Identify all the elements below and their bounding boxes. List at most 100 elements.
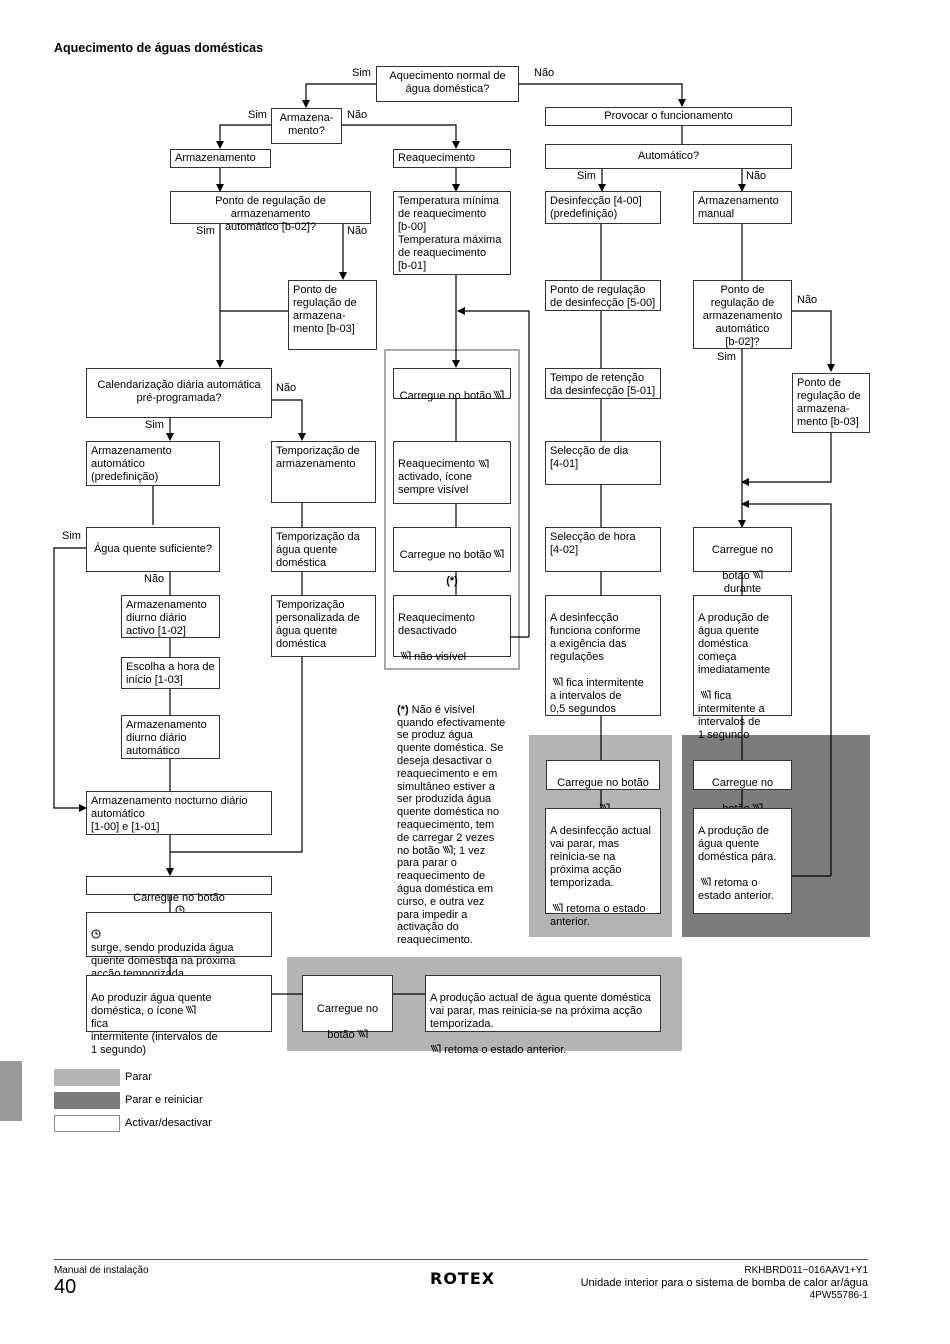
- box-press-disinfection: Carregue no botão: [546, 760, 660, 790]
- tap-icon: [700, 877, 711, 887]
- decision-daily-schedule: Calendarização diária automática pré-pro…: [86, 368, 272, 418]
- box-reheat-deactivated: Reaquecimento desactivado não visível: [393, 595, 511, 663]
- box-auto-storage-default: Armazenamento automático (predefinição): [86, 441, 220, 486]
- box-press-button-2: Carregue no botão (*): [393, 527, 511, 587]
- box-hour-selection: Selecção de hora [4-02]: [545, 527, 661, 572]
- box-start-hour: Escolha a hora de início [1-03]: [121, 657, 220, 689]
- press-text-a: Carregue no: [711, 544, 774, 556]
- tap-icon: [357, 1029, 368, 1039]
- box-disinfection-setpoint: Ponto de regulação de desinfecção [5-00]: [545, 280, 661, 311]
- label-sim: Sim: [62, 530, 81, 542]
- label-nao: Não: [534, 67, 555, 79]
- box-reheat-temperatures: Temperatura mínima de reaquecimento [b-0…: [393, 191, 511, 275]
- label-sim: Sim: [248, 109, 267, 121]
- tap-icon: [493, 390, 504, 400]
- footer-model: RKHBRD011~016AAV1+Y1: [744, 1265, 868, 1276]
- box-press-clock: Carregue no botão: [86, 876, 272, 895]
- tap-icon: [430, 1044, 441, 1054]
- blink-text: fica intermitente a intervalos de 0,5 se…: [550, 677, 644, 715]
- box-producing-dhw: Ao produzir água quente doméstica, o íco…: [86, 975, 272, 1056]
- legend-swatch-stop-restart: [54, 1092, 120, 1109]
- box-custom-dhw-timer: Temporização personalizada de água quent…: [271, 595, 376, 657]
- box-storage-timer: Temporização de armazenamento: [271, 441, 376, 503]
- producing-text-2: fica intermitente (intervalos de 1 segun…: [91, 1018, 218, 1056]
- box-press-button-1: Carregue no botão: [393, 368, 511, 402]
- label-nao: Não: [746, 170, 767, 182]
- resume-text: retoma o estado anterior.: [444, 1044, 567, 1056]
- box-storage-setpoint-b03: Ponto de regulação de armazena- mento [b…: [288, 280, 377, 350]
- box-daily-day-auto: Armazenamento diurno diário automático: [121, 715, 220, 759]
- tap-icon: [700, 690, 711, 700]
- legend-label-activate: Activar/desactivar: [125, 1117, 212, 1129]
- press-text: Carregue no botão: [557, 777, 649, 789]
- decision-enough-hot-water: Água quente suficiente?: [86, 527, 220, 572]
- box-production-starts: A produção de água quente doméstica come…: [693, 595, 792, 741]
- current-production-text: A produção actual de água quente domésti…: [430, 992, 651, 1030]
- box-clock-appears: surge, sendo produzida água quente domés…: [86, 912, 272, 980]
- chapter-tab: [0, 1061, 22, 1121]
- tap-icon: [442, 845, 453, 855]
- box-press-5-seconds: Carregue no botão durante 5 segundos: [693, 527, 792, 608]
- decision-automatic: Automático?: [545, 144, 792, 169]
- press-button-text: Carregue no botão: [399, 390, 492, 402]
- label-nao: Não: [144, 573, 165, 585]
- box-disinfection-runs: A desinfecção funciona conforme a exigên…: [545, 595, 661, 716]
- resume-text: retoma o estado anterior.: [698, 877, 774, 902]
- press-text-a: Carregue no: [711, 777, 774, 789]
- press-text: Carregue no botão: [133, 892, 225, 904]
- footnote-text-2: ; 1 vez para parar o reaquecimento de ág…: [397, 844, 493, 947]
- page-number: 40: [54, 1276, 77, 1298]
- press-text-b: botão: [327, 1029, 355, 1041]
- disinfection-runs-text: A desinfecção funciona conforme a exigên…: [550, 612, 641, 663]
- producing-text: Ao produzir água quente doméstica, o íco…: [91, 992, 212, 1017]
- box-reheat: Reaquecimento: [393, 149, 511, 168]
- box-disinfection-hold-time: Tempo de retenção da desinfecção [5-01]: [545, 368, 661, 399]
- footnote-marker: (*): [446, 575, 458, 587]
- box-force-operation: Provocar o funcionamento: [545, 107, 792, 126]
- clock-icon: [91, 929, 102, 939]
- legend-label-stop-restart: Parar e reiniciar: [125, 1094, 203, 1106]
- footnote: (*) Não é visível quando efectivamente s…: [397, 691, 527, 947]
- box-press-bottom: Carregue no botão: [302, 975, 393, 1041]
- press-text-b: botão: [722, 570, 750, 582]
- tap-icon: [552, 903, 563, 913]
- box-night-storage: Armazenamento nocturno diário automático…: [86, 791, 272, 835]
- label-sim: Sim: [145, 419, 164, 431]
- resume-text: retoma o estado anterior.: [550, 903, 646, 928]
- box-manual-storage: Armazenamento manual: [693, 191, 792, 224]
- footer-manual: Manual de instalação: [54, 1265, 149, 1276]
- tap-icon: [185, 1005, 196, 1015]
- blink-text: fica intermitente a intervalos de 1 segu…: [698, 690, 765, 741]
- label-sim: Sim: [717, 351, 736, 363]
- box-storage: Armazenamento: [170, 149, 271, 168]
- footnote-text: Não é visível quando efectivamente se pr…: [397, 703, 506, 857]
- reheat-deactivated-text: Reaquecimento desactivado: [398, 612, 476, 637]
- legend-swatch-stop: [54, 1069, 120, 1086]
- footer-unit: Unidade interior para o sistema de bomba…: [580, 1277, 868, 1289]
- box-daily-day-storage: Armazenamento diurno diário activo [1-02…: [121, 595, 220, 638]
- reheat-activated-text: Reaquecimento activado, ícone sempre vis…: [398, 458, 476, 496]
- box-dhw-timer: Temporização da água quente doméstica: [271, 527, 376, 572]
- press-text-a: Carregue no: [316, 1003, 379, 1015]
- page-title: Aquecimento de águas domésticas: [54, 41, 264, 55]
- disinfection-stops-text: A desinfecção actual vai parar, mas rein…: [550, 825, 651, 889]
- label-sim: Sim: [352, 67, 371, 79]
- legend-swatch-activate: [54, 1115, 120, 1132]
- label-nao: Não: [797, 294, 818, 306]
- label-nao: Não: [347, 109, 368, 121]
- footer-divider: [54, 1259, 868, 1260]
- footnote-marker: (*): [397, 703, 409, 716]
- tap-icon: [493, 549, 504, 559]
- decision-auto-storage-setpoint: Ponto de regulação de armazenamento auto…: [693, 280, 792, 349]
- legend-label-stop: Parar: [125, 1071, 152, 1083]
- label-nao: Não: [276, 382, 297, 394]
- box-press-production: Carregue no botão: [693, 760, 792, 815]
- box-storage-setpoint-b03-right: Ponto de regulação de armazena- mento [b…: [792, 373, 870, 433]
- activate-panel-reheat: [384, 349, 520, 670]
- box-current-production-stops: A produção actual de água quente domésti…: [425, 975, 661, 1056]
- box-reheat-activated: Reaquecimento activado, ícone sempre vis…: [393, 441, 511, 504]
- tap-icon: [400, 651, 411, 661]
- press-button-text: Carregue no botão: [399, 549, 492, 561]
- label-sim: Sim: [577, 170, 596, 182]
